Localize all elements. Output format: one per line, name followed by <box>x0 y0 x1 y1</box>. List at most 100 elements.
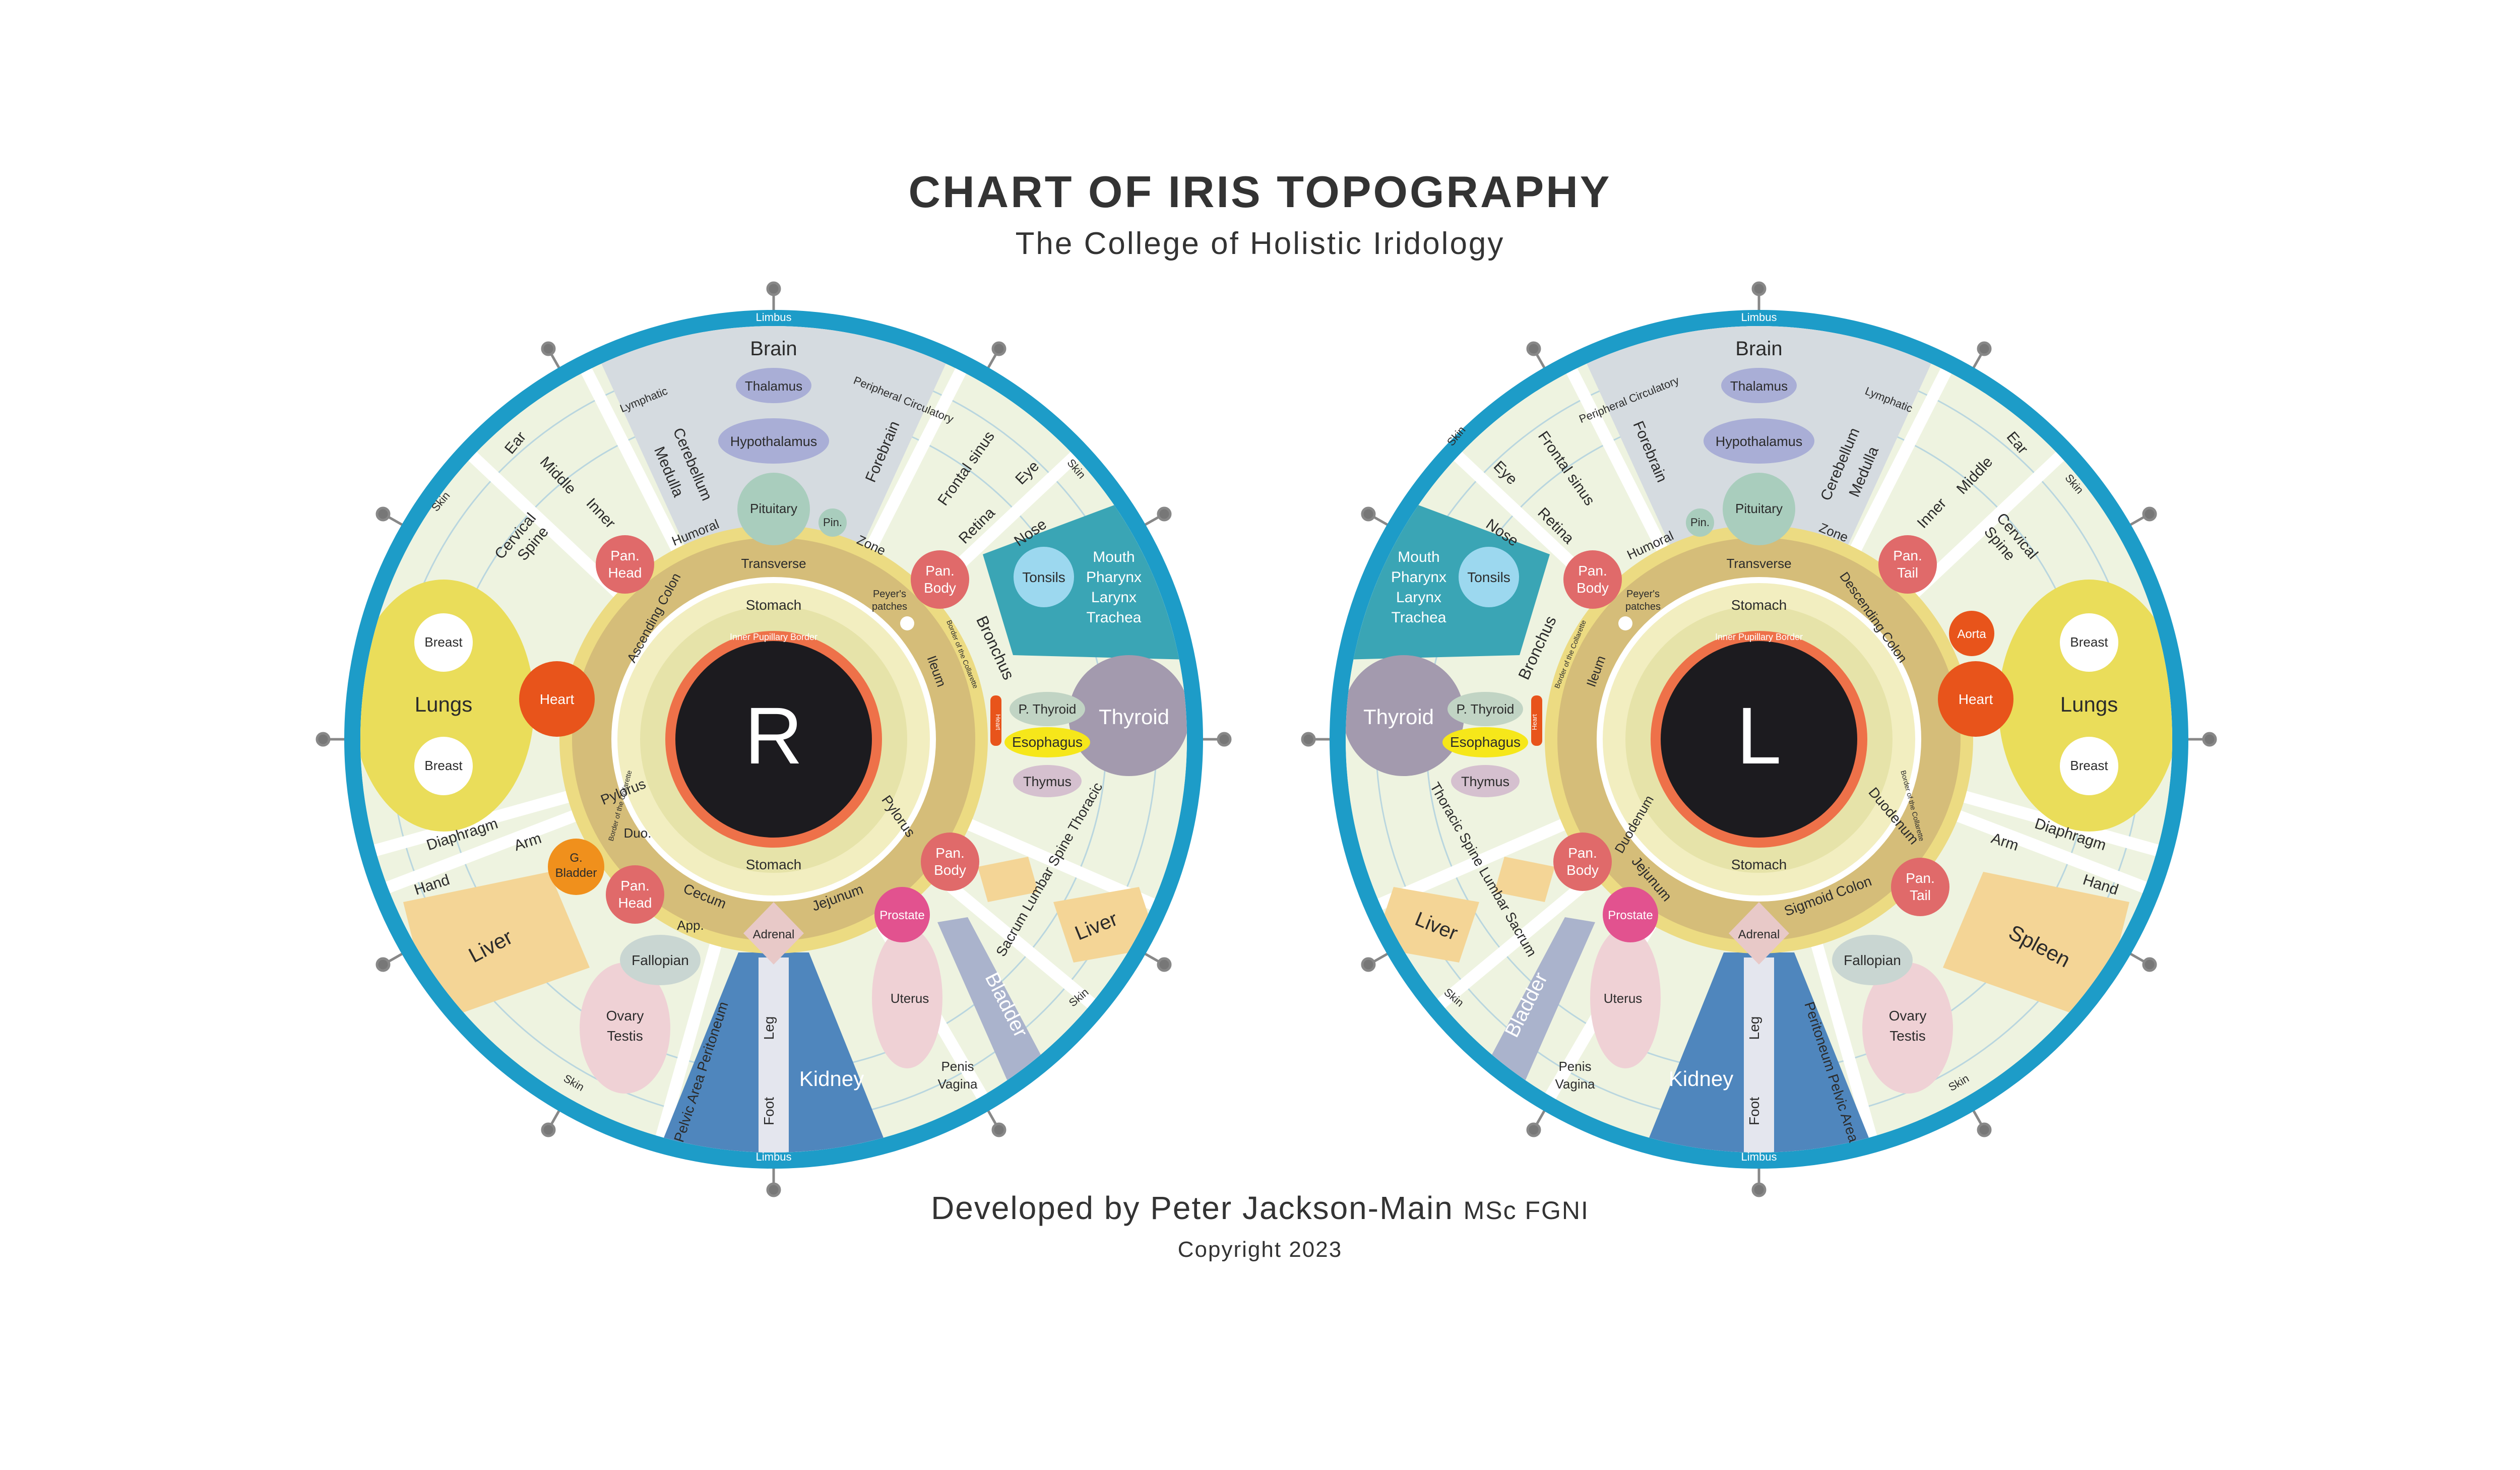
left-pituitary <box>1723 473 1795 545</box>
left-body-label-3: Body <box>1566 862 1599 878</box>
left-thymus <box>1451 765 1520 797</box>
pin-marker <box>541 341 556 356</box>
pin-marker <box>991 341 1006 356</box>
left-pan-tail-lower <box>1891 858 1949 916</box>
right-lungs <box>360 580 534 832</box>
right-esophagus-label: Esophagus <box>1012 734 1083 750</box>
left-limbus-label-bottom: Limbus <box>1741 1151 1777 1163</box>
right-foot-label: Foot <box>761 1097 777 1125</box>
pin-marker <box>991 1122 1006 1137</box>
left-pin-gland <box>1686 508 1714 537</box>
pin-marker <box>541 1122 556 1137</box>
right-pan-body-upper <box>911 550 969 609</box>
left-peyers-label: Peyer's <box>1626 589 1660 600</box>
pin-marker <box>1157 957 1172 972</box>
right-mouth-label: Mouth <box>1093 549 1135 565</box>
right-g-label: G. <box>570 851 582 865</box>
right-app-label: App. <box>677 918 704 933</box>
left-uterus-label: Uterus <box>1604 991 1643 1006</box>
right-limbus-ring <box>344 310 1203 1169</box>
developer-degrees: MSc FGNI <box>1463 1196 1589 1225</box>
right-tonsils-label: Tonsils <box>1022 569 1065 585</box>
left-liver-small-region <box>1373 887 1479 963</box>
right-kidney-label: Kidney <box>799 1067 864 1091</box>
pin-marker <box>1751 281 1767 296</box>
chart-title: CHART OF IRIS TOPOGRAPHY <box>908 167 1612 217</box>
right-testis-label: Testis <box>607 1028 643 1044</box>
right-hypothalamus <box>718 418 829 464</box>
right-pan-label-2: Pan. <box>925 563 955 579</box>
right-duo-label: Duo. <box>624 825 652 841</box>
right-thalamus <box>736 368 811 403</box>
right-heart-small-label: Heart <box>994 714 1002 730</box>
right-pan-label-3: Pan. <box>935 845 965 861</box>
left-larynx-label: Larynx <box>1396 589 1441 606</box>
right-breast-label-lower: Breast <box>424 758 463 773</box>
left-fallopian-label: Fallopian <box>1844 952 1901 968</box>
left-pan-body-lower <box>1553 833 1612 891</box>
right-pan-body-lower <box>921 833 979 891</box>
left-pan-label-2: Pan. <box>1578 563 1607 579</box>
pin-marker <box>2142 957 2157 972</box>
right-prostate <box>874 887 930 942</box>
right-limbus-label-bottom: Limbus <box>756 1151 792 1163</box>
right-body-label-2: Body <box>924 580 956 596</box>
left-pituitary-label: Pituitary <box>1735 501 1783 516</box>
right-lungs-label: Lungs <box>415 692 472 716</box>
right-hypothalamus-label: Hypothalamus <box>730 434 817 449</box>
right-uterus <box>872 927 942 1068</box>
left-limbus-ring <box>1330 310 2188 1169</box>
right-liver-small-region <box>1053 887 1159 963</box>
developer-name: Developed by Peter Jackson-Main <box>931 1190 1454 1226</box>
pin-marker <box>1361 957 1376 972</box>
right-pituitary-label: Pituitary <box>750 501 797 516</box>
right-head-label-4: Head <box>618 895 652 911</box>
right-head-label-1: Head <box>608 565 642 581</box>
left-thalamus-label: Thalamus <box>1730 378 1788 394</box>
left-ovary-label: Ovary <box>1889 1008 1927 1024</box>
left-pan-body-upper <box>1563 550 1622 609</box>
right-esophagus <box>1004 727 1090 757</box>
right-p-thyroid <box>1010 692 1085 726</box>
left-thalamus <box>1721 368 1797 403</box>
left-pan-label-4: Pan. <box>1906 870 1935 886</box>
left-breast-lower <box>2060 737 2118 795</box>
left-prostate-label: Prostate <box>1608 909 1653 922</box>
pin-marker <box>2202 732 2217 747</box>
right-breast-upper <box>414 613 473 672</box>
right-pan-label-1: Pan. <box>610 548 640 563</box>
right-uterus-label: Uterus <box>891 991 929 1006</box>
right-heart <box>519 661 595 737</box>
chart-subtitle: The College of Holistic Iridology <box>1015 226 1505 261</box>
left-adrenal <box>1729 902 1789 965</box>
right-prostate-label: Prostate <box>879 909 924 922</box>
right-pupil-letter: R <box>744 690 803 781</box>
right-heart-label: Heart <box>540 691 575 707</box>
right-thyroid <box>1068 655 1187 776</box>
left-transverse-label: Transverse <box>1726 556 1791 571</box>
left-aorta <box>1949 611 1994 656</box>
left-pan-tail-upper <box>1878 535 1937 594</box>
right-ovary-label: Ovary <box>606 1008 644 1024</box>
left-iris: L Limbus Limbus Brain Thalamus Hypothala… <box>1301 281 2217 1197</box>
left-esophagus <box>1442 727 1528 757</box>
pin-marker <box>1751 1182 1767 1197</box>
right-ovary <box>580 963 670 1094</box>
pin-marker <box>1526 341 1541 356</box>
developer-credit: Developed by Peter Jackson-Main MSc FGNI <box>0 1189 2520 1227</box>
right-brain-label: Brain <box>750 338 797 360</box>
left-foot-label: Foot <box>1746 1097 1762 1125</box>
left-heart-small-label: Heart <box>1531 714 1538 730</box>
left-aorta-label: Aorta <box>1957 627 1986 641</box>
left-thyroid-label: Thyroid <box>1363 705 1434 729</box>
left-p-thyroid-label: P. Thyroid <box>1457 701 1515 717</box>
left-inner-pupillary-label: Inner Pupillary Border <box>1715 632 1803 642</box>
pupil-circle <box>675 641 872 838</box>
pin-marker <box>766 281 781 296</box>
right-pan-head-upper <box>596 535 654 594</box>
right-pan-label-4: Pan. <box>620 878 650 893</box>
left-adrenal-label: Adrenal <box>1738 928 1780 941</box>
left-trachea-label: Trachea <box>1392 609 1446 626</box>
left-brain-label: Brain <box>1735 338 1782 360</box>
